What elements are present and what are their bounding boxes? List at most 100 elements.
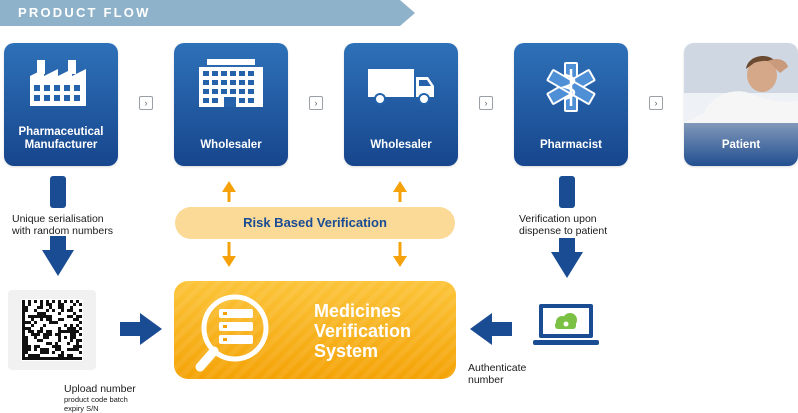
datamatrix-module (58, 327, 61, 330)
datamatrix-module (25, 309, 28, 312)
datamatrix-module (73, 327, 76, 330)
datamatrix-module (79, 309, 82, 312)
datamatrix-module (28, 345, 31, 348)
datamatrix-module (76, 342, 79, 345)
card-pharmacist: Pharmacist (514, 43, 628, 166)
datamatrix-module (58, 333, 61, 336)
datamatrix-module (55, 357, 58, 360)
note-verification-dispense: Verification upon dispense to patient (519, 213, 608, 237)
datamatrix-module (43, 315, 46, 318)
datamatrix-module (79, 315, 82, 318)
datamatrix-module (37, 333, 40, 336)
datamatrix-module (67, 309, 70, 312)
datamatrix-module (46, 300, 49, 303)
datamatrix-module (55, 348, 58, 351)
arrow-down-left (42, 176, 74, 276)
datamatrix-module (52, 345, 55, 348)
datamatrix-module (31, 324, 34, 327)
card-wholesaler-2: Wholesaler (344, 43, 458, 166)
datamatrix-module (46, 342, 49, 345)
datamatrix-module (46, 336, 49, 339)
factory-icon (30, 60, 86, 106)
datamatrix-module (28, 327, 31, 330)
laptop-icon (533, 304, 599, 345)
datamatrix-module (76, 330, 79, 333)
datamatrix-module (70, 357, 73, 360)
datamatrix-module (64, 336, 67, 339)
datamatrix-module (37, 312, 40, 315)
patient-photo (684, 43, 798, 123)
datamatrix-module (73, 312, 76, 315)
double-arrow-left (222, 181, 236, 267)
chevron-right-icon: › (139, 96, 153, 110)
datamatrix-module (73, 303, 76, 306)
datamatrix-module (22, 306, 25, 309)
datamatrix-module (40, 330, 43, 333)
datamatrix-module (70, 315, 73, 318)
datamatrix-module (61, 318, 64, 321)
datamatrix-module (43, 357, 46, 360)
datamatrix-module (79, 339, 82, 342)
datamatrix-module (43, 336, 46, 339)
datamatrix-module (34, 345, 37, 348)
datamatrix-module (52, 321, 55, 324)
datamatrix-module (46, 333, 49, 336)
datamatrix-module (49, 357, 52, 360)
datamatrix-module (31, 330, 34, 333)
datamatrix-module (34, 336, 37, 339)
datamatrix-module (61, 306, 64, 309)
datamatrix-module (49, 318, 52, 321)
datamatrix-module (70, 336, 73, 339)
datamatrix-module (73, 336, 76, 339)
datamatrix-module (46, 348, 49, 351)
datamatrix-module (76, 324, 79, 327)
card-manufacturer: Pharmaceutical Manufacturer (4, 43, 118, 166)
datamatrix-module (79, 333, 82, 336)
note-upload-details: product code batch expiry S/N (64, 395, 128, 413)
datamatrix-module (70, 348, 73, 351)
datamatrix-module (55, 333, 58, 336)
arrow-down-right (551, 176, 583, 278)
datamatrix-module (22, 336, 25, 339)
card-label-wholesaler-2: Wholesaler (370, 139, 432, 151)
datamatrix-module (49, 342, 52, 345)
datamatrix-module (37, 345, 40, 348)
datamatrix-module (70, 300, 73, 303)
datamatrix-module (40, 348, 43, 351)
datamatrix-module (76, 339, 79, 342)
datamatrix-module (40, 303, 43, 306)
datamatrix-module (64, 330, 67, 333)
card-wholesaler-1: Wholesaler (174, 43, 288, 166)
datamatrix-module (58, 312, 61, 315)
datamatrix-module (34, 354, 37, 357)
datamatrix-module (58, 339, 61, 342)
datamatrix-module (79, 321, 82, 324)
datamatrix-module (40, 351, 43, 354)
datamatrix-module (76, 300, 79, 303)
datamatrix-module (28, 354, 31, 357)
arrow-left-to-mvs (470, 313, 512, 345)
datamatrix-module (25, 342, 28, 345)
datamatrix-module (37, 357, 40, 360)
datamatrix-module (58, 330, 61, 333)
note-serialisation: Unique serialisation with random numbers (12, 213, 113, 237)
datamatrix-module (61, 354, 64, 357)
datamatrix-module (64, 357, 67, 360)
datamatrix-module (34, 309, 37, 312)
datamatrix-module (67, 342, 70, 345)
datamatrix-module (67, 330, 70, 333)
datamatrix-module (49, 315, 52, 318)
datamatrix-module (46, 351, 49, 354)
datamatrix-module (40, 318, 43, 321)
datamatrix-module (40, 357, 43, 360)
datamatrix-module (70, 309, 73, 312)
datamatrix-module (25, 306, 28, 309)
datamatrix-module (61, 351, 64, 354)
datamatrix-module (31, 333, 34, 336)
datamatrix-module (46, 309, 49, 312)
mvs-title: Medicines Verification System (314, 301, 412, 361)
datamatrix-module (43, 324, 46, 327)
datamatrix-module (40, 312, 43, 315)
datamatrix-code (8, 290, 96, 370)
